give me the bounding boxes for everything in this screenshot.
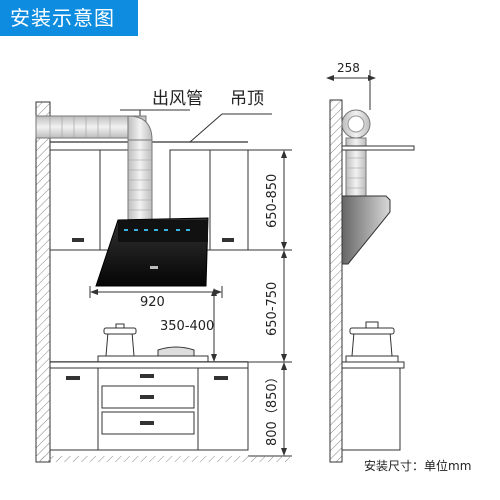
dim-hood-to-stove	[211, 288, 217, 362]
side-range-hood	[341, 195, 391, 265]
dim-duct-diameter	[326, 70, 376, 110]
side-ceiling	[341, 145, 415, 151]
side-duct	[341, 109, 371, 197]
label-duct-diameter: 258	[337, 61, 360, 75]
label-counter-height: 800（850）	[265, 370, 280, 446]
dim-hood-width	[89, 286, 223, 298]
label-hood-to-stove: 350-400	[160, 319, 214, 334]
label-hood-top-height: 650-850	[265, 174, 280, 228]
label-hood-width: 920	[140, 295, 165, 310]
side-stove-and-pot	[345, 321, 399, 363]
side-counter-cabinet	[341, 361, 405, 451]
label-wall-gap: 650-750	[265, 282, 280, 336]
side-wall	[329, 99, 343, 463]
exhaust-duct	[35, 115, 153, 221]
label-unit-note: 安装尺寸：单位mm	[364, 458, 471, 473]
lower-cabinets	[49, 367, 249, 451]
range-hood	[95, 217, 209, 287]
front-wall	[35, 101, 51, 463]
label-duct: 出风管	[152, 89, 203, 109]
label-ceiling: 吊顶	[230, 89, 264, 109]
dimension-arrows	[281, 150, 287, 456]
diagram-title-badge: 安装示意图	[0, 0, 138, 36]
